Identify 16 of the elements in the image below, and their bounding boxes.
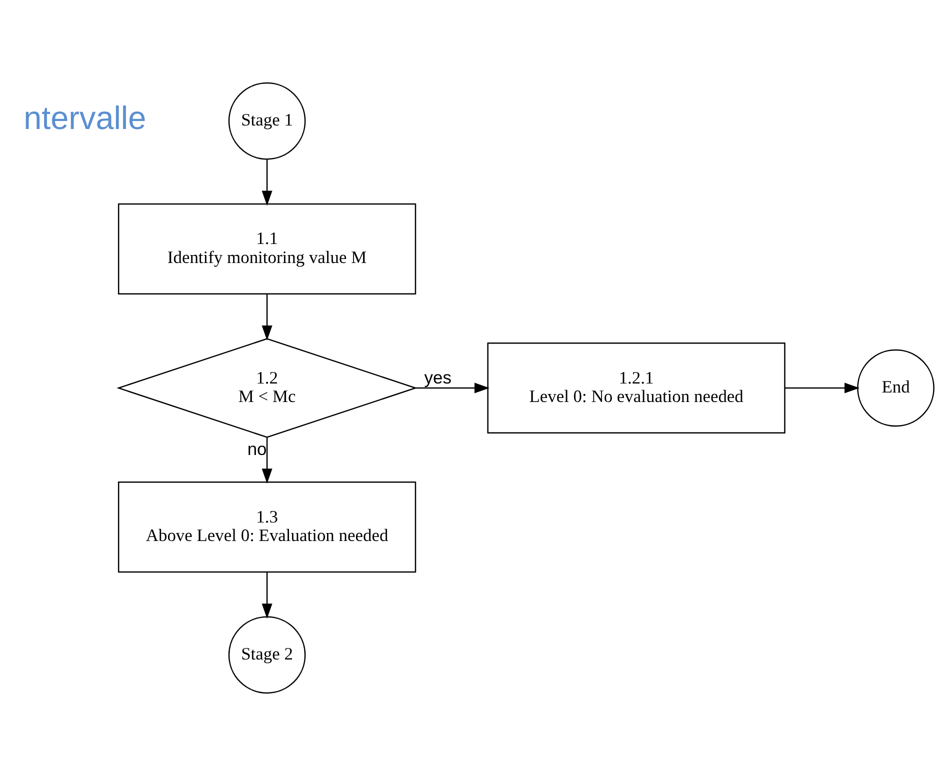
arrow [262, 158, 272, 206]
edge-label: no [247, 438, 267, 458]
label: ntervalle [24, 99, 146, 136]
arrow [262, 436, 272, 484]
node-circle: End [857, 348, 934, 426]
node-box: 1.3 Above Level 0: Evaluation needed [118, 481, 416, 572]
arrow [784, 382, 860, 393]
node-box: 1.2.1 Level 0: No evaluation needed [487, 342, 786, 434]
node-box: 1.1 Identify monitoring value M [118, 202, 416, 294]
arrow [416, 382, 490, 393]
arrow [262, 294, 272, 340]
arrow [262, 572, 272, 618]
node-circle: Stage 1 [228, 82, 306, 160]
node-circle: Stage 2 [228, 616, 306, 694]
edge-label: yes [424, 366, 452, 387]
node-diamond: 1.2 M < Mc [116, 338, 418, 438]
